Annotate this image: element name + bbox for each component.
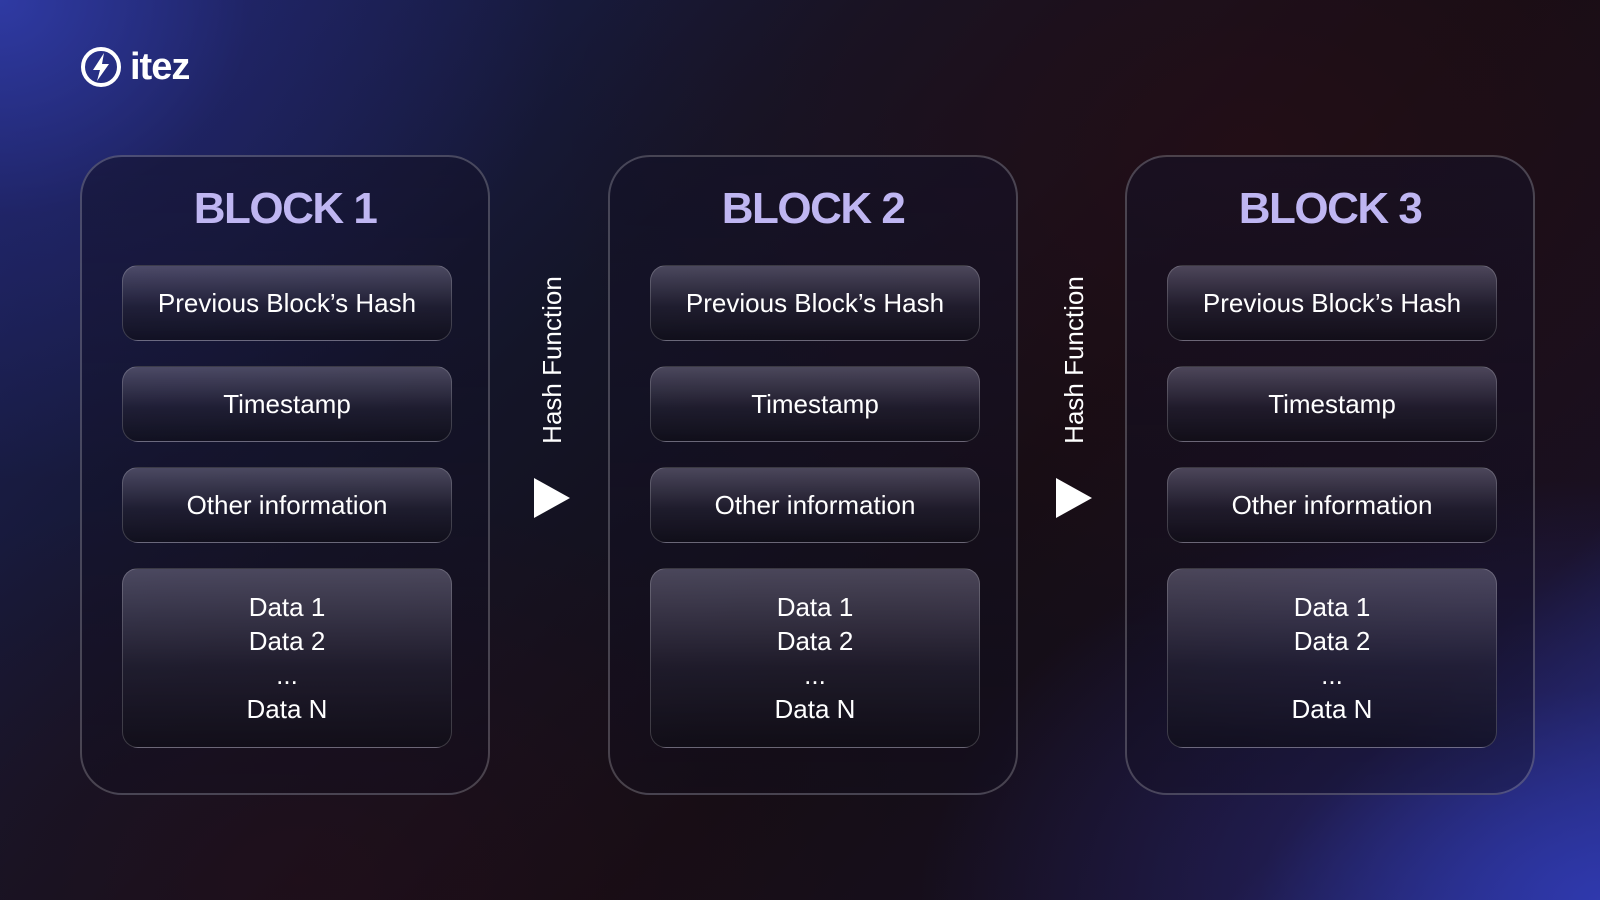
data-line: Data 2 [248, 626, 326, 656]
data-line: Data 1 [1293, 592, 1371, 622]
data-line: Data 1 [776, 592, 854, 622]
data-line: Data 1 [248, 592, 326, 622]
data-line: ... [276, 660, 298, 690]
timestamp-field: Timestamp [122, 366, 452, 442]
block-title: BLOCK 1 [193, 184, 378, 233]
block-3: BLOCK 3 Previous Block’s Hash Timestamp … [1125, 155, 1535, 795]
data-line: ... [1321, 660, 1343, 690]
hash-function-label: Hash Function [537, 276, 567, 444]
data-field: Data 1 Data 2 ... Data N [122, 568, 452, 748]
previous-hash-field: Previous Block’s Hash [1167, 265, 1497, 341]
hash-function-label: Hash Function [1059, 276, 1089, 444]
data-field: Data 1 Data 2 ... Data N [650, 568, 980, 748]
data-line: Data 2 [776, 626, 854, 656]
hash-function-connector-1: Hash Function [522, 260, 582, 520]
data-field: Data 1 Data 2 ... Data N [1167, 568, 1497, 748]
timestamp-field: Timestamp [650, 366, 980, 442]
itez-logo: itez [80, 46, 190, 88]
timestamp-field: Timestamp [1167, 366, 1497, 442]
previous-hash-field: Previous Block’s Hash [650, 265, 980, 341]
data-line: Data N [1291, 694, 1373, 724]
data-line: ... [804, 660, 826, 690]
hash-function-connector-2: Hash Function [1044, 260, 1104, 520]
block-title: BLOCK 2 [721, 184, 906, 233]
arrow-right-icon [1056, 478, 1092, 518]
data-line: Data 2 [1293, 626, 1371, 656]
block-2: BLOCK 2 Previous Block’s Hash Timestamp … [608, 155, 1018, 795]
other-information-field: Other information [650, 467, 980, 543]
previous-hash-field: Previous Block’s Hash [122, 265, 452, 341]
data-line: Data N [774, 694, 856, 724]
block-1: BLOCK 1 Previous Block’s Hash Timestamp … [80, 155, 490, 795]
lightning-bolt-circle-icon [81, 47, 121, 87]
other-information-field: Other information [122, 467, 452, 543]
data-line: Data N [246, 694, 328, 724]
block-title: BLOCK 3 [1238, 184, 1423, 233]
arrow-right-icon [534, 478, 570, 518]
logo-text: itez [130, 46, 190, 88]
other-information-field: Other information [1167, 467, 1497, 543]
